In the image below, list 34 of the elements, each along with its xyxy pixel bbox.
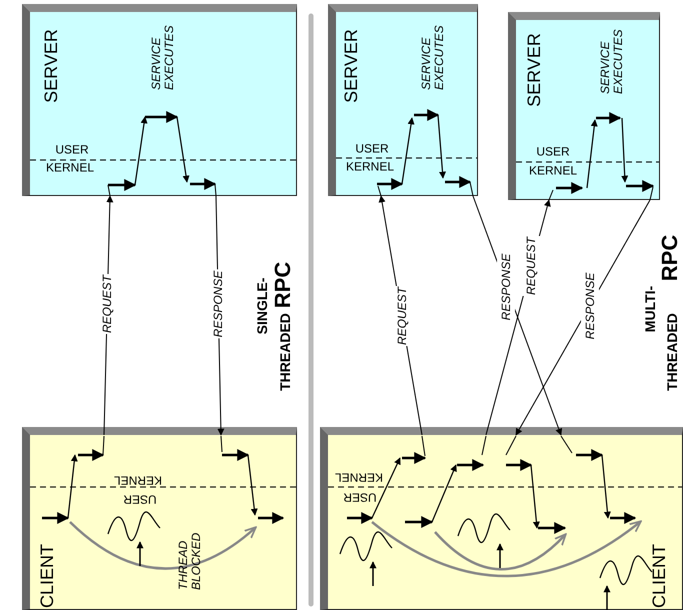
edge-label: REQUEST [522, 236, 540, 296]
mode-label: KERNEL [334, 470, 384, 484]
mode-label: KERNEL [346, 160, 394, 174]
client-box [320, 427, 683, 610]
mode-label: USER [536, 145, 570, 159]
process-label: SERVICE EXECUTES [150, 26, 176, 90]
heading-label: RPC [657, 234, 683, 282]
heading-label: SINGLE- [254, 278, 270, 334]
box-title: SERVER [525, 33, 545, 107]
box-title: SERVER [342, 29, 362, 103]
server-box [22, 4, 297, 196]
mode-label: USER [343, 490, 377, 504]
server-box [328, 4, 478, 196]
mode-label: USER [355, 142, 389, 156]
process-label: SERVICE EXECUTES [420, 26, 446, 90]
heading-label: THREADED [664, 313, 680, 391]
process-label: THREAD BLOCKED [176, 532, 204, 590]
server-box [508, 12, 660, 200]
edge-label: RESPONSE [497, 252, 516, 322]
mode-label: USER [55, 143, 89, 157]
mode-label: KERNEL [528, 164, 578, 178]
heading-label: THREADED [277, 313, 293, 391]
edge-label: RESPONSE [580, 271, 599, 340]
box-title: CLIENT [650, 544, 670, 608]
heading-label: RPC [270, 262, 296, 308]
box-title: CLIENT [38, 544, 58, 608]
mode-label: USER [123, 492, 157, 506]
edge-label: REQUEST [392, 286, 410, 346]
box-title: SERVER [42, 29, 62, 103]
mode-label: KERNEL [114, 473, 162, 487]
process-label: SERVICE EXECUTES [598, 30, 626, 94]
mode-label: KERNEL [46, 161, 94, 175]
heading-label: MULTI- [642, 286, 658, 332]
client-box [22, 427, 297, 610]
